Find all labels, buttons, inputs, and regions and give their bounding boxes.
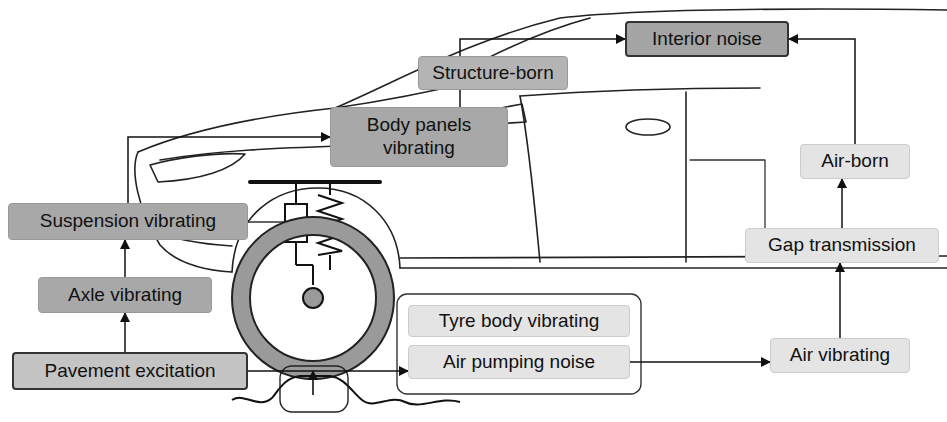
flow-arrow [128, 137, 330, 203]
gap-leader [690, 160, 765, 228]
box-label: Air vibrating [790, 344, 890, 367]
suspension-mount [250, 180, 380, 184]
box-label: Air pumping noise [443, 351, 595, 374]
tyre-outline [241, 226, 385, 370]
box-label: Air-born [821, 150, 889, 173]
vibration-box: Suspension vibrating [8, 203, 248, 240]
path-box: Gap transmission [745, 228, 939, 263]
headlight [150, 154, 245, 182]
flow-arrow [248, 370, 408, 372]
flow-arrow [789, 39, 855, 144]
box-label: Structure-born [432, 62, 553, 85]
box-label: Tyre body vibrating [439, 310, 600, 333]
flow-arrow [124, 240, 126, 277]
noise-source-box: Tyre body vibrating [408, 305, 630, 337]
box-label: Body panels vibrating [341, 114, 497, 160]
flow-arrow [630, 361, 770, 363]
tyre-body [241, 226, 385, 370]
flow-arrow [459, 90, 461, 107]
vibration-box: Body panels vibrating [330, 107, 508, 167]
door-handle [626, 119, 670, 135]
box-label: Interior noise [652, 28, 762, 51]
door-front-edge [520, 96, 540, 262]
contact-patch [280, 366, 348, 412]
path-box: Air vibrating [770, 338, 910, 373]
box-label: Pavement excitation [44, 360, 215, 383]
axle-hub [303, 288, 323, 308]
sill-line [400, 267, 947, 269]
noise-source-box: Air pumping noise [408, 345, 630, 379]
vibration-box: Axle vibrating [38, 277, 212, 313]
path-box: Structure-born [418, 56, 568, 90]
source-box: Pavement excitation [12, 352, 248, 390]
box-label: Suspension vibrating [40, 210, 216, 233]
box-label: Gap transmission [768, 234, 916, 257]
flow-arrow [460, 39, 625, 56]
path-box: Air-born [800, 144, 910, 179]
box-label: Axle vibrating [68, 284, 182, 307]
flow-arrow [124, 313, 126, 352]
suspension-leader [248, 221, 285, 222]
noise-box: Interior noise [625, 21, 789, 57]
tyre-noise-group [397, 294, 641, 394]
door-gap [685, 92, 687, 262]
flow-arrow [839, 263, 841, 338]
flow-arrow [841, 179, 843, 228]
